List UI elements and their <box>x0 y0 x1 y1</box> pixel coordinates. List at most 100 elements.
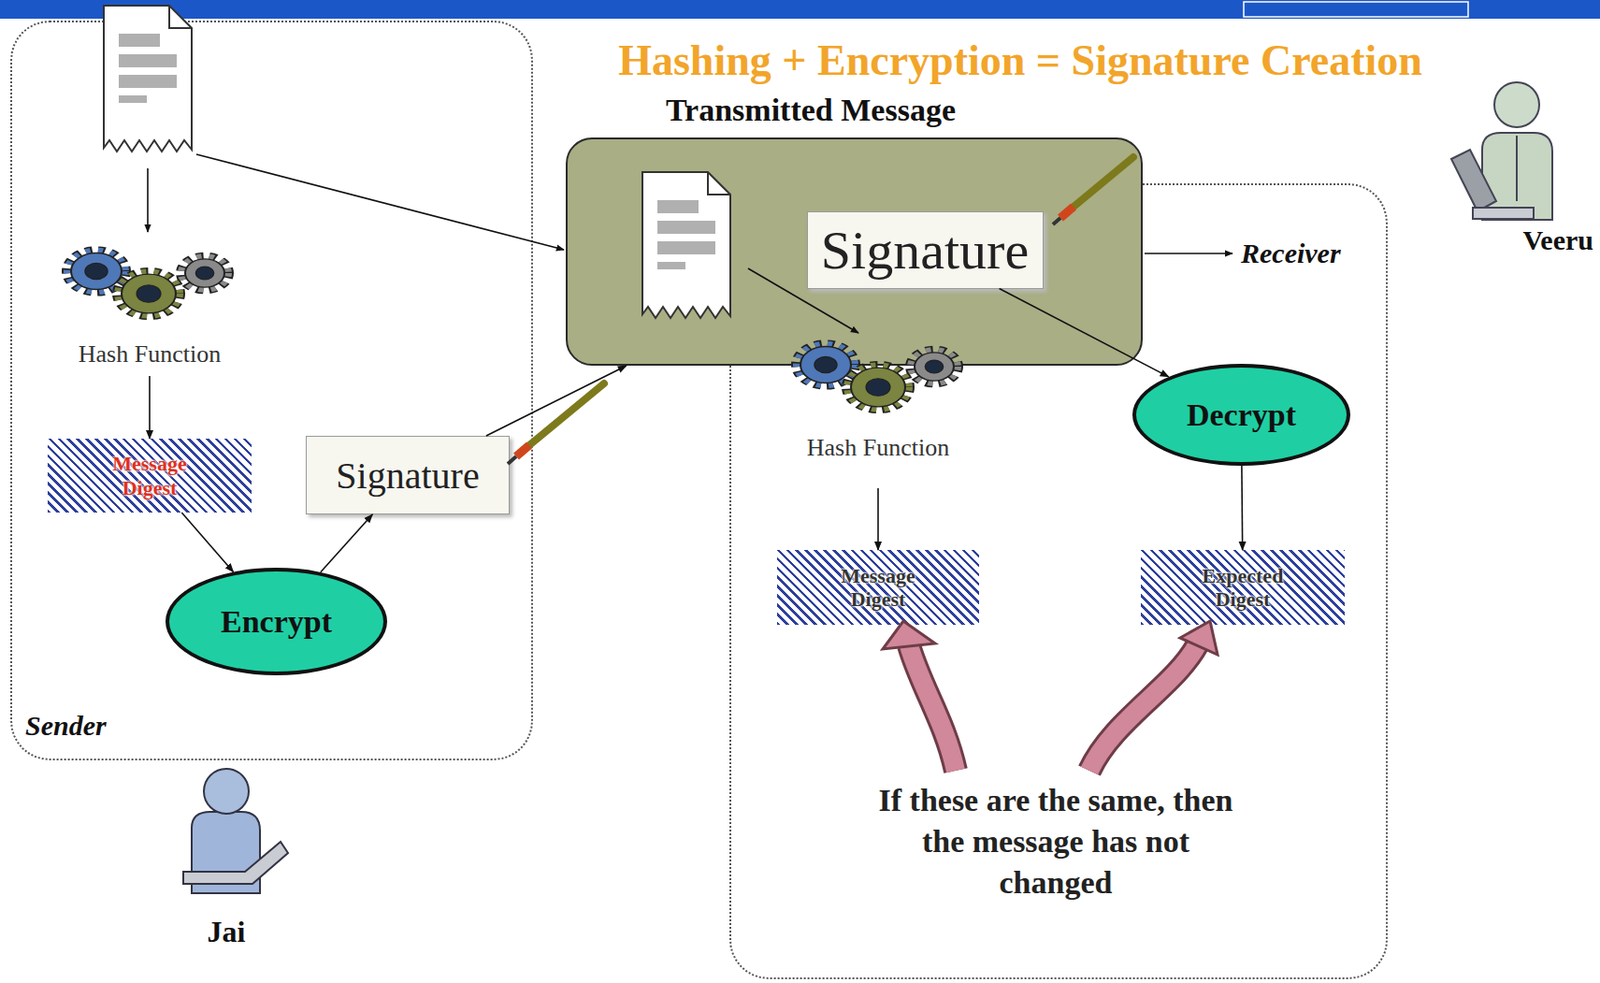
gear-hole <box>814 356 837 373</box>
gear <box>848 365 909 409</box>
box-heading: Transmitted Message <box>520 92 1101 129</box>
pen-icon-part <box>1052 217 1061 225</box>
flow-connector <box>181 512 233 573</box>
gear-teeth <box>911 350 957 384</box>
node-sig: Signature <box>305 435 510 515</box>
document-icon <box>103 5 192 152</box>
person-icon-part <box>203 768 249 814</box>
pen-icon-part <box>507 456 517 464</box>
gear-body <box>121 273 176 314</box>
person-icon-part <box>1451 149 1497 212</box>
flow-arrow-part <box>748 268 859 333</box>
gear-icon <box>777 329 981 423</box>
pink-arrow-part <box>1089 645 1197 771</box>
person-name-holder: Jai <box>170 914 283 950</box>
flow-connector <box>148 375 151 439</box>
pink-arrow-part <box>908 645 956 771</box>
gear-body <box>850 367 906 407</box>
diagram-title: Hashing + Encryption = Signature Creatio… <box>365 35 1600 86</box>
gear <box>182 257 228 290</box>
gear-teeth <box>68 250 125 291</box>
person-name: Veeru <box>1481 224 1594 257</box>
gear-body <box>185 259 225 288</box>
digest-label: Message Digest <box>88 451 211 500</box>
gear <box>118 272 179 316</box>
gear-teeth <box>182 257 228 290</box>
person-icon-part <box>1494 82 1540 128</box>
node-hash: Hash Function <box>47 235 252 376</box>
node-digest: Message Digest <box>777 549 980 625</box>
gear-body <box>800 346 851 384</box>
hash-label-holder: Hash Function <box>777 433 980 462</box>
gear-teeth <box>68 250 125 291</box>
pen-icon-part <box>1060 206 1074 218</box>
digest-label: Expected Digest <box>1181 563 1304 612</box>
gear-body <box>71 253 122 290</box>
gear-teeth <box>848 365 909 409</box>
hash-label-holder: Hash Function <box>47 340 252 369</box>
gear-icon <box>47 235 252 330</box>
pink-arrow-part <box>882 620 936 649</box>
node-region: Sender Hash FunctionMessage DigestEncrypt… <box>10 20 534 761</box>
flow-arrow-part <box>1144 252 1233 255</box>
header-band-part <box>0 0 1600 19</box>
node-hash: Hash Function <box>777 329 980 489</box>
person-icon-part <box>1472 207 1534 219</box>
hash-label: Hash Function <box>777 433 980 462</box>
gear-hole <box>924 360 943 374</box>
node-ellipse: Encrypt <box>165 567 388 676</box>
gear-hole <box>865 378 891 396</box>
gear-teeth <box>848 365 909 409</box>
region-label-holder: Receiver <box>1240 237 1341 270</box>
gear-body <box>914 352 954 381</box>
pen-icon-part <box>523 383 605 450</box>
person-icon <box>1451 82 1553 220</box>
hash-label: Hash Function <box>47 340 252 369</box>
node-sig: Signature <box>807 211 1044 289</box>
flow-arrow-part <box>146 168 149 232</box>
person-icon-part <box>183 841 289 884</box>
pen-icon <box>507 383 605 464</box>
flow-connector <box>999 288 1169 377</box>
flow-connector <box>1240 465 1243 550</box>
gear-teeth <box>118 272 179 316</box>
note-text-holder: If these are the same, then the message … <box>864 779 1248 905</box>
gear-hole <box>85 262 108 279</box>
pen-icon-part <box>516 445 530 457</box>
header-band-part <box>1243 1 1469 17</box>
ellipse-label: Decrypt <box>1186 397 1297 433</box>
diagram-title-holder: Hashing + Encryption = Signature Creatio… <box>365 35 1600 86</box>
digest-label: Message Digest <box>817 563 939 612</box>
flow-arrow-part <box>196 154 564 250</box>
header-band <box>0 0 1600 19</box>
person-name: Jai <box>170 914 283 950</box>
flow-arrow <box>147 154 1233 333</box>
node-ellipse: Decrypt <box>1132 363 1351 466</box>
gear-teeth <box>911 350 957 384</box>
pink-arrow-part <box>908 645 956 771</box>
region-label-holder: Sender <box>25 709 107 742</box>
person-icon-part <box>1515 135 1518 202</box>
box-heading-holder: Transmitted Message <box>520 92 1101 129</box>
pen-icon <box>1052 157 1134 225</box>
region-label: Receiver <box>1240 237 1341 269</box>
note-text: If these are the same, then the message … <box>864 779 1248 905</box>
gear-hole <box>195 266 214 280</box>
ellipse-label: Encrypt <box>220 604 332 640</box>
node-digest: Message Digest <box>47 438 252 513</box>
person-icon <box>183 768 289 894</box>
gear-teeth <box>182 257 228 290</box>
pen-icon-part <box>1067 157 1134 212</box>
flow-connector <box>877 488 880 550</box>
gear-hole <box>136 285 161 303</box>
pink-arrow-part <box>1089 645 1197 771</box>
document-icon <box>642 172 731 318</box>
gear <box>911 350 957 384</box>
signature-label: Signature <box>335 453 479 498</box>
pink-arrow <box>882 620 1218 771</box>
flow-connector <box>320 514 374 573</box>
pink-arrow-part <box>1180 620 1218 655</box>
signature-label: Signature <box>821 218 1029 282</box>
node-digest: Expected Digest <box>1140 549 1345 625</box>
